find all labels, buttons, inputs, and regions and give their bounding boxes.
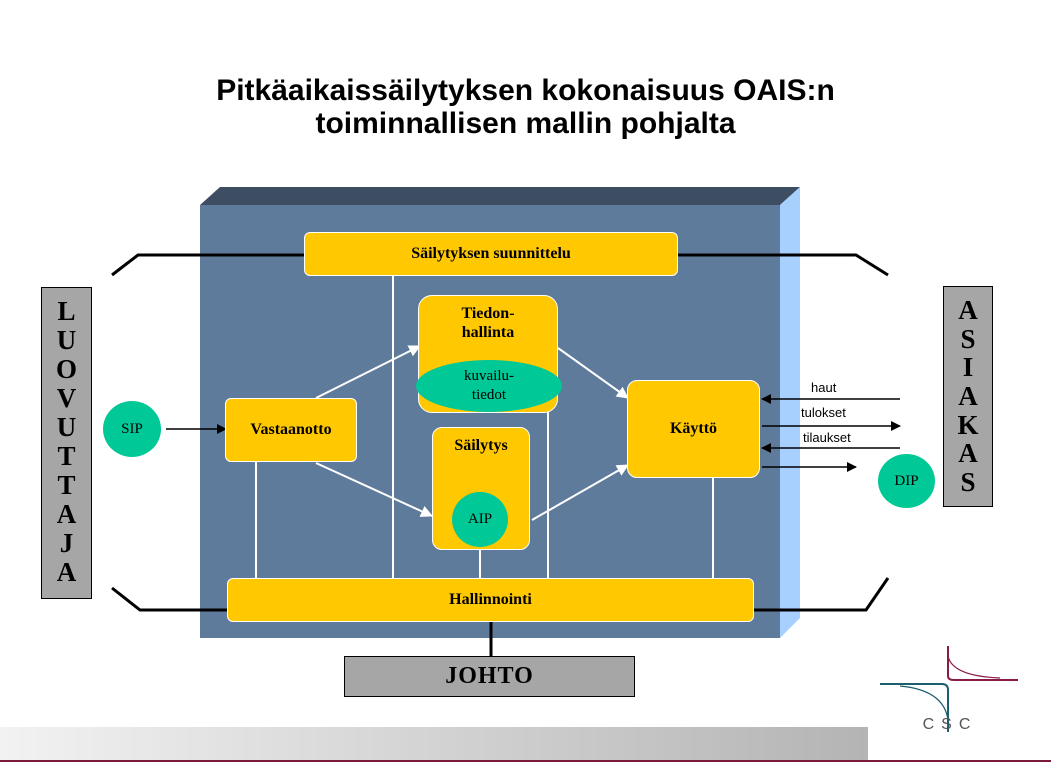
producer-letter: J [59,528,74,558]
producer-letter: V [56,383,77,413]
arrow-datamgmt-access [557,347,629,399]
consumer-letter: S [960,466,976,497]
sip-label: SIP [121,420,143,437]
csc-logo-text: CSC [922,716,978,733]
management-box: JOHTO [344,656,635,697]
producer-letter: T [57,441,76,471]
access-box: Käyttö [627,380,760,478]
orders-label: tilaukset [803,430,851,445]
descriptive-label-2: tiedot [471,387,507,403]
dip-label: DIP [894,472,919,489]
ingest-box: Vastaanotto [225,398,357,462]
top-left-bracket [111,253,305,277]
access-label: Käyttö [669,420,718,437]
arrow-storage-access [531,464,629,521]
dip-package: DIP [878,454,935,508]
ingest-label: Vastaanotto [250,421,332,438]
sip-package: SIP [103,401,161,457]
descriptive-info-package: kuvailu- tiedot [416,360,562,412]
data-management-label-2: hallinta [461,324,515,341]
footer-bar [0,727,868,760]
consumer-letter: I [962,352,974,383]
administration-label: Hallinnointi [449,591,532,608]
aip-package: AIP [452,492,508,547]
producer-letter: A [56,499,77,529]
bottom-left-bracket [111,586,230,612]
planning-label: Säilytyksen suunnittelu [411,245,571,262]
page-title: Pitkäaikaissäilytyksen kokonaisuus OAIS:… [0,74,1051,140]
arrow-ingest-storage [315,462,433,517]
consumer-letter: K [957,409,979,440]
panel-side-face [780,187,800,638]
management-label: JOHTO [445,663,534,689]
title-line-2: toiminnallisen mallin pohjalta [315,107,736,140]
title-line-1: Pitkäaikaissäilytyksen kokonaisuus OAIS:… [216,74,835,107]
data-management-label-1: Tiedon- [461,305,515,322]
results-label: tulokset [801,405,846,420]
storage-label: Säilytys [454,437,508,454]
consumer-letter: S [960,323,976,354]
top-right-bracket [676,253,889,277]
producer-letter: O [55,354,77,384]
producer-letter: A [56,557,77,587]
consumer-letter: A [958,380,978,411]
planning-box: Säilytyksen suunnittelu [304,232,678,276]
producer-letter: T [57,470,76,500]
bottom-right-bracket [752,577,890,612]
producer-letter: U [56,412,77,442]
aip-label: AIP [467,511,493,527]
consumer-letter: A [958,295,978,325]
administration-box: Hallinnointi [227,578,754,622]
descriptive-label-1: kuvailu- [464,368,514,384]
producer-letter: U [56,325,77,355]
csc-logo-icon [880,646,1018,732]
queries-label: haut [811,380,837,395]
arrow-ingest-datamgmt [315,345,421,399]
consumer-letter: A [958,438,978,469]
footer-line [0,760,1051,762]
panel-top-face [200,187,800,205]
producer-letter: L [57,296,76,326]
